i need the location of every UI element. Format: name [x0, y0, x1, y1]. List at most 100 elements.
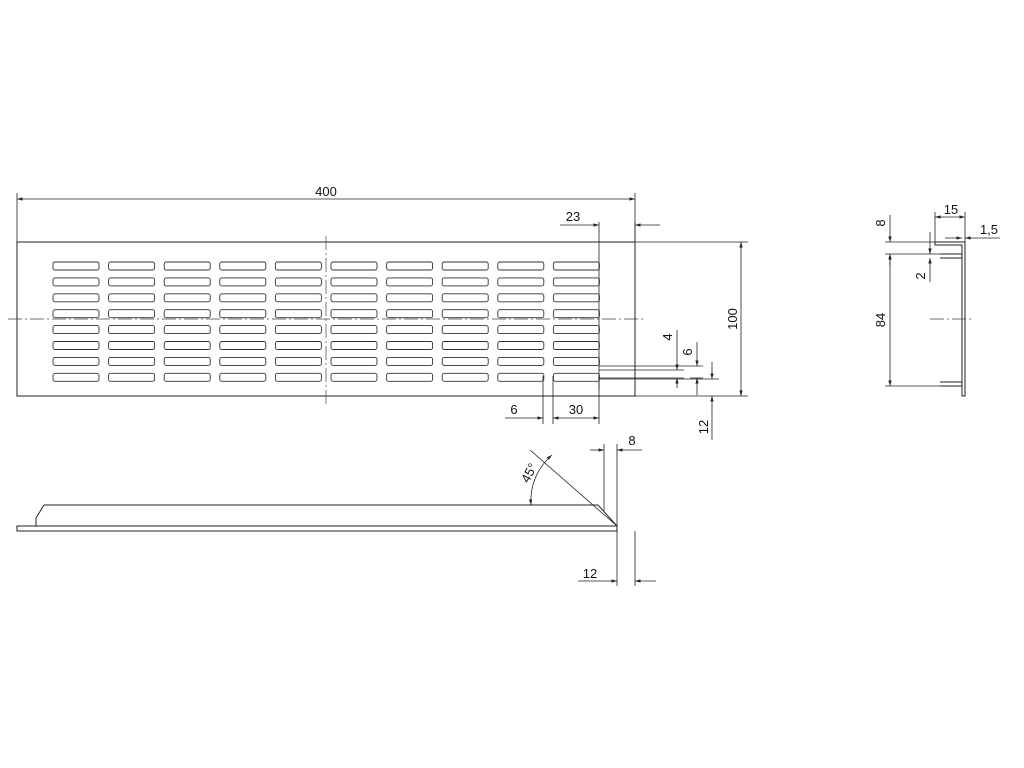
- dim-label-12-front: 12: [696, 420, 711, 434]
- dimension-bottom-margin: 12: [578, 531, 656, 586]
- vent-slot: [108, 309, 156, 319]
- bottom-view: 45° 8 12: [16, 433, 656, 586]
- vent-slot: [163, 325, 211, 335]
- vent-slot: [330, 325, 378, 335]
- vent-slot: [497, 341, 545, 350]
- vent-slot: [497, 309, 545, 319]
- vent-slot: [441, 325, 489, 335]
- raised-profile: [35, 504, 618, 527]
- vent-slot: [552, 341, 600, 350]
- dimension-depth: 15: [934, 202, 966, 242]
- vent-slot: [219, 277, 267, 287]
- vent-slot: [330, 341, 378, 350]
- vent-slot: [52, 356, 100, 366]
- slot-pattern: [52, 261, 600, 382]
- vent-slot: [274, 277, 322, 287]
- dim-label-12-bottom: 12: [583, 566, 597, 581]
- vent-slot: [441, 293, 489, 303]
- vent-slot: [386, 325, 434, 335]
- vent-slot: [108, 356, 156, 366]
- vent-slot: [386, 372, 434, 382]
- front-view: 400 23 100 6 30: [8, 184, 748, 440]
- vent-slot: [330, 261, 378, 271]
- vent-slot: [219, 356, 267, 366]
- vent-slot: [219, 309, 267, 319]
- vent-slot: [441, 372, 489, 382]
- vent-slot: [552, 293, 600, 303]
- vent-slot: [163, 372, 211, 382]
- vent-slot: [386, 356, 434, 366]
- vent-slot: [163, 277, 211, 287]
- vent-slot: [163, 261, 211, 271]
- vent-slot: [163, 309, 211, 319]
- vent-slot: [552, 372, 600, 382]
- dimension-edge-to-slots: 23: [560, 209, 660, 390]
- vent-slot: [274, 372, 322, 382]
- vent-slot: [330, 356, 378, 366]
- dim-label-100: 100: [725, 308, 740, 330]
- vent-slot: [274, 341, 322, 350]
- dim-label-400: 400: [315, 184, 337, 199]
- dimension-inner-height: 84: [873, 254, 940, 387]
- vent-slot: [330, 277, 378, 287]
- dim-label-2: 2: [913, 272, 928, 279]
- vent-slot: [441, 356, 489, 366]
- vent-slot: [52, 261, 100, 271]
- vent-slot: [108, 325, 156, 335]
- dim-label-23: 23: [566, 209, 580, 224]
- vent-slot: [497, 356, 545, 366]
- vent-slot: [219, 261, 267, 271]
- vent-slot: [497, 277, 545, 287]
- dimension-overall-width: 400: [16, 184, 636, 242]
- vent-slot: [552, 277, 600, 287]
- vent-slot: [386, 341, 434, 350]
- dimension-slot-spacing: 6 30: [505, 376, 600, 424]
- vent-slot: [497, 372, 545, 382]
- dimension-wall: 1,5: [945, 222, 1000, 240]
- vent-slot: [386, 293, 434, 303]
- base-plate: [16, 525, 618, 532]
- vent-slot: [552, 309, 600, 319]
- dim-label-4: 4: [660, 333, 675, 340]
- vent-slot: [330, 372, 378, 382]
- dimension-flange: 8: [590, 433, 642, 526]
- vent-slot: [441, 341, 489, 350]
- vent-slot: [108, 341, 156, 350]
- vent-slot: [330, 309, 378, 319]
- vent-slot: [52, 372, 100, 382]
- vent-slot: [108, 372, 156, 382]
- vent-slot: [386, 277, 434, 287]
- vent-slot: [163, 293, 211, 303]
- vent-slot: [52, 325, 100, 335]
- vent-slot: [52, 293, 100, 303]
- dimension-slot-pitch: 6: [599, 342, 703, 395]
- vent-slot: [219, 372, 267, 382]
- dim-label-8-side: 8: [873, 219, 888, 226]
- dimension-edge-margin: 12: [599, 362, 719, 440]
- dim-label-1-5: 1,5: [980, 222, 998, 237]
- vent-slot: [108, 277, 156, 287]
- vent-slot: [274, 293, 322, 303]
- vent-slot: [552, 356, 600, 366]
- dim-label-84: 84: [873, 313, 888, 327]
- vent-slot: [274, 325, 322, 335]
- vent-slot: [219, 293, 267, 303]
- dim-label-15: 15: [944, 202, 958, 217]
- dimension-overall-height: 100: [635, 241, 748, 397]
- vent-slot: [108, 293, 156, 303]
- vent-slot: [274, 356, 322, 366]
- vent-slot: [163, 356, 211, 366]
- vent-slot: [219, 325, 267, 335]
- dim-label-30: 30: [569, 402, 583, 417]
- vent-slot: [108, 261, 156, 271]
- dimension-slot-height: 4: [599, 330, 684, 388]
- vent-slot: [552, 325, 600, 335]
- vent-slot: [386, 261, 434, 271]
- vent-slot: [497, 261, 545, 271]
- dim-label-6-gap: 6: [510, 402, 517, 417]
- vent-slot: [330, 293, 378, 303]
- vent-slot: [386, 309, 434, 319]
- vent-slot: [497, 293, 545, 303]
- angle-arc: [528, 454, 553, 506]
